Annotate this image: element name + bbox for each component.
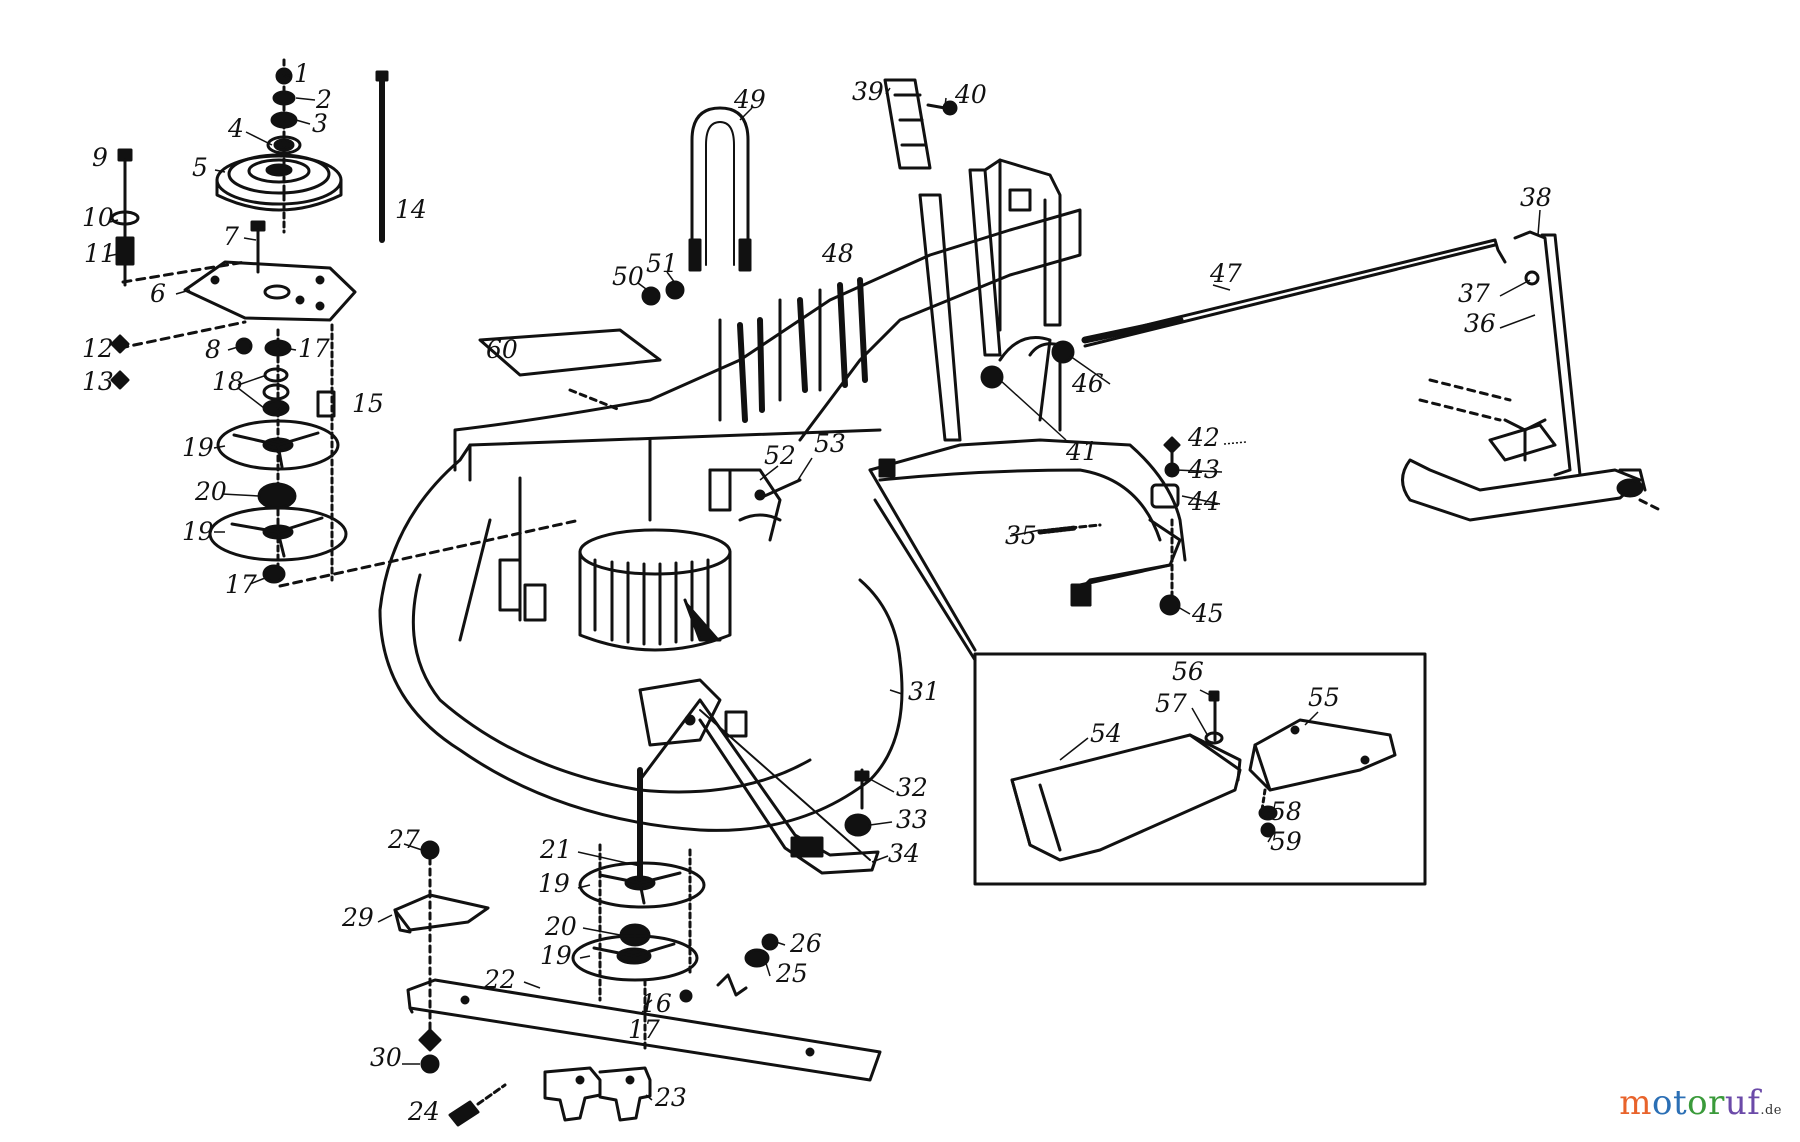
callout: 46 [1071, 369, 1104, 398]
callout: 7 [223, 222, 239, 251]
lower-spindle [571, 767, 706, 1052]
callout: 17 [225, 570, 257, 599]
callout: 40 [954, 80, 987, 109]
callout: 20 [194, 477, 227, 506]
callout: 6 [150, 279, 166, 308]
callout: 26 [789, 929, 822, 958]
blade-22 [406, 978, 882, 1082]
rod-47 [1081, 238, 1507, 348]
callout: 53 [814, 429, 846, 458]
callout: 4 [227, 114, 244, 143]
callout: 34 [888, 839, 920, 868]
clips-23 [448, 1066, 652, 1127]
callout: 36 [1464, 309, 1496, 338]
callout: 27 [387, 825, 420, 854]
watermark-part-1: m [1619, 1083, 1652, 1123]
callout: 35 [1005, 521, 1037, 550]
callout: 19 [182, 517, 214, 546]
bracket-29 [393, 840, 490, 1042]
callout: 38 [1520, 183, 1552, 212]
blade-disc-upper [208, 419, 348, 584]
callout: 59 [1270, 827, 1302, 856]
watermark-tld: .de [1760, 1103, 1782, 1118]
callout: 51 [646, 249, 678, 278]
callout: 23 [654, 1083, 687, 1112]
bolt-9 [110, 148, 140, 287]
washers-25-26 [716, 933, 779, 997]
callout: 10 [82, 203, 114, 232]
mounting-plate-6 [183, 260, 357, 322]
hardware-42-45 [1150, 436, 1181, 616]
callout: 19 [182, 433, 214, 462]
callout: 49 [733, 85, 766, 114]
callout: 29 [341, 903, 374, 932]
callout: 56 [1172, 657, 1204, 686]
callout: 8 [205, 335, 221, 364]
callout: 9 [92, 143, 108, 172]
pulley-assembly [215, 58, 343, 234]
callout: 33 [896, 805, 928, 834]
callout: 17 [628, 1015, 660, 1044]
bolt-32-33 [844, 768, 872, 837]
rod-14 [375, 70, 389, 243]
bracket-39 [883, 78, 958, 170]
callout: 47 [1209, 259, 1242, 288]
u-bolt-49 [641, 106, 752, 306]
callout: 15 [352, 389, 384, 418]
callout: 55 [1308, 683, 1340, 712]
discharge-chute [453, 208, 1082, 542]
callout-labels: 1 2 3 4 5 6 7 8 9 10 11 12 13 14 15 16 1… [82, 59, 1552, 1126]
callout: 18 [212, 367, 244, 396]
callout: 12 [82, 334, 114, 363]
callout: 2 [315, 85, 332, 114]
callout: 25 [775, 959, 808, 988]
callout: 41 [1065, 437, 1098, 466]
watermark-part-4: uf [1724, 1083, 1761, 1123]
callout: 44 [1187, 487, 1220, 516]
callout: 42 [1187, 423, 1220, 452]
callout: 1 [294, 59, 310, 88]
callout: 54 [1090, 719, 1122, 748]
watermark-part-3: or [1687, 1083, 1725, 1123]
callout: 57 [1155, 689, 1187, 718]
callout: 24 [407, 1097, 440, 1126]
callout: 52 [764, 441, 796, 470]
callout: 50 [612, 262, 644, 291]
callout: 60 [486, 335, 518, 364]
callout: 37 [1458, 279, 1490, 308]
detail-inset [973, 652, 1427, 886]
callout: 13 [82, 367, 114, 396]
callout: 19 [538, 869, 570, 898]
callout: 58 [1270, 797, 1302, 826]
callout: 5 [192, 153, 208, 182]
callout: 45 [1191, 599, 1224, 628]
callout: 20 [544, 912, 577, 941]
callout: 11 [84, 239, 116, 268]
callout: 21 [539, 835, 572, 864]
callout: 3 [312, 109, 328, 138]
mower-deck-31 [378, 428, 904, 832]
callout: 17 [298, 334, 330, 363]
callout: 19 [540, 941, 572, 970]
callout: 31 [908, 677, 940, 706]
stand-38 [1401, 230, 1662, 522]
callout: 43 [1187, 455, 1220, 484]
callout: 14 [395, 195, 427, 224]
callout: 30 [370, 1043, 402, 1072]
motoruf-watermark: motoruf.de [1619, 1083, 1782, 1123]
callout: 16 [640, 989, 672, 1018]
leader-lines [107, 74, 1541, 1101]
callout: 48 [821, 239, 854, 268]
callout: 32 [896, 773, 928, 802]
callout: 22 [483, 965, 516, 994]
handle-frame-41 [868, 158, 1187, 607]
left-hardware [110, 323, 336, 582]
lever-34 [638, 698, 880, 875]
watermark-part-2: ot [1651, 1083, 1688, 1123]
callout: 39 [852, 77, 884, 106]
part-52-53 [708, 468, 802, 512]
bolt-30 [418, 1028, 442, 1074]
